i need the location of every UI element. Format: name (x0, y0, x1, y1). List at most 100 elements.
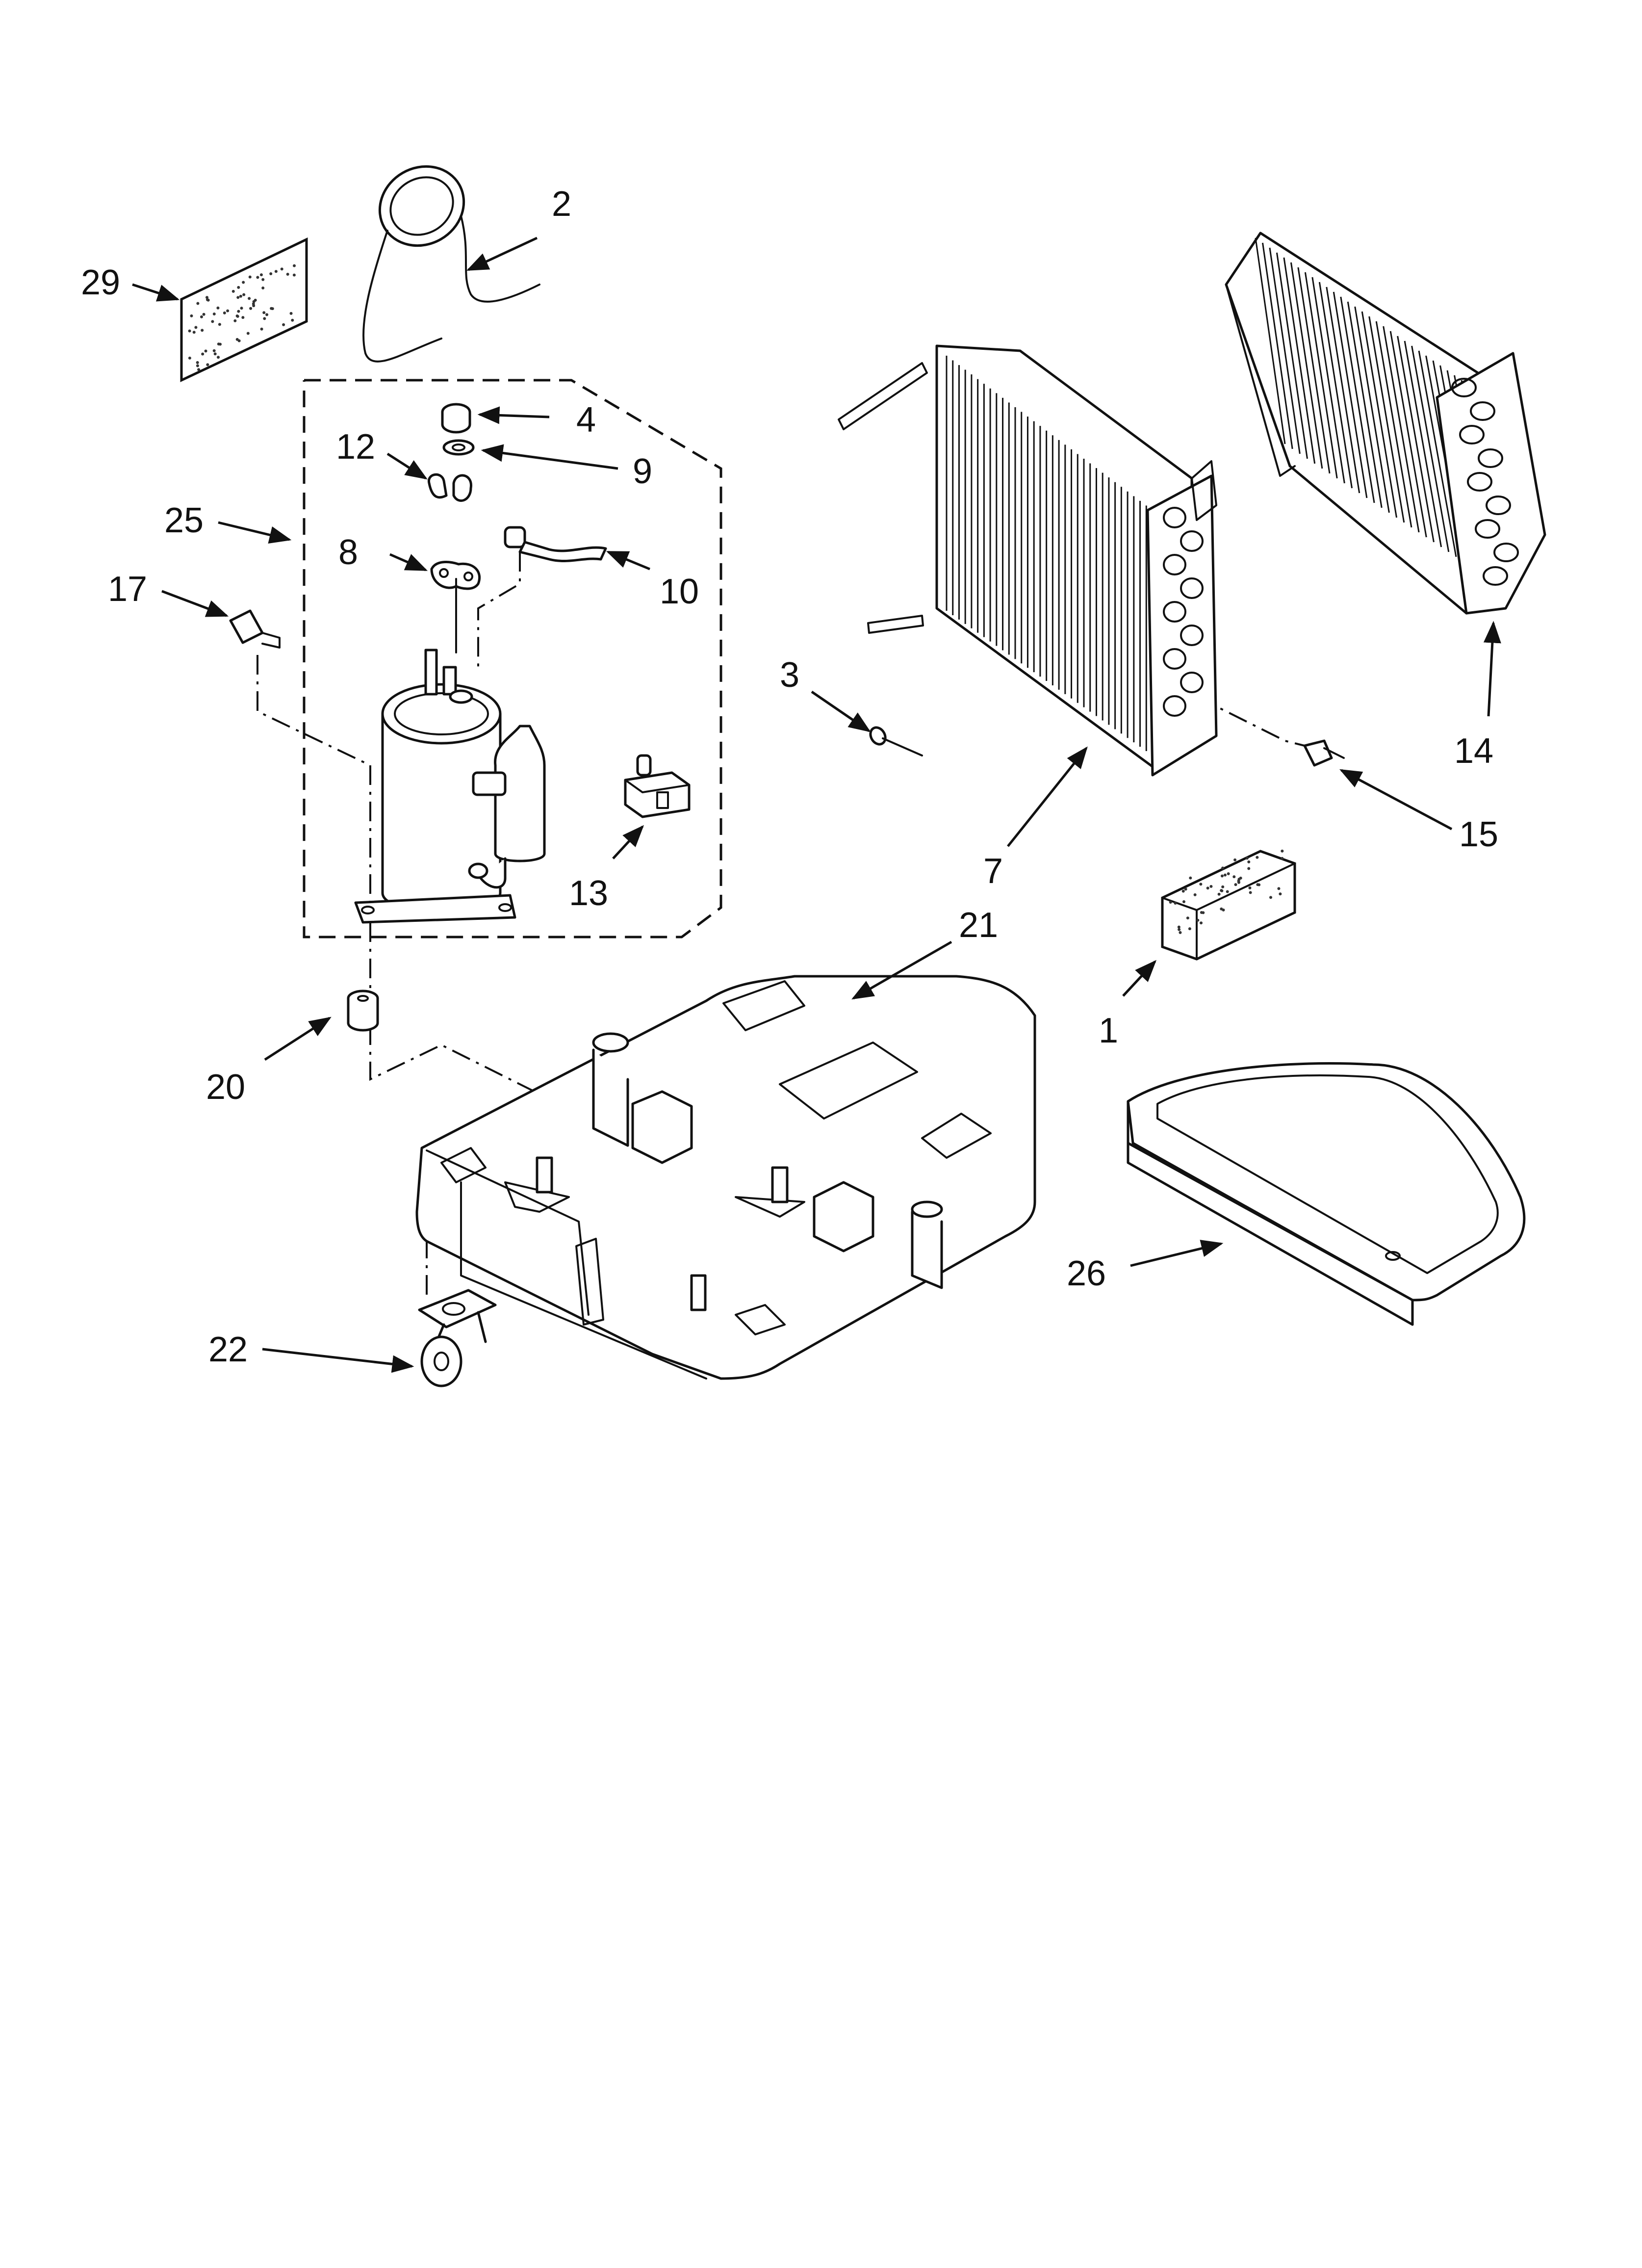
part-22-caster-wheel (418, 1289, 497, 1387)
foam-speck (261, 287, 265, 290)
foam-speck (1217, 892, 1221, 896)
part-29-foam-pad (180, 237, 308, 382)
foam-speck (1178, 928, 1181, 931)
callout-29: 29 (81, 263, 120, 302)
callout-9: 9 (633, 452, 652, 491)
foam-speck (280, 267, 283, 271)
fin (1261, 242, 1293, 449)
foam-speck (286, 272, 289, 276)
foam-speck (262, 311, 266, 314)
foam-speck (237, 286, 240, 289)
foam-speck (1193, 893, 1197, 896)
part-4-nut (441, 403, 471, 434)
foam-speck (223, 311, 226, 314)
coil-bend (1163, 507, 1186, 528)
fin (1318, 282, 1353, 489)
foam-speck (1256, 883, 1259, 886)
foam-speck (1179, 931, 1182, 934)
foam-speck (1245, 857, 1249, 860)
foam-speck (192, 331, 196, 334)
foam-speck (242, 293, 246, 296)
part-9-washer (442, 439, 475, 456)
part-7-condenser-coil (838, 344, 1218, 777)
foam-speck (239, 294, 242, 298)
foam-speck (212, 312, 216, 315)
foam-speck (1222, 908, 1225, 912)
coil-bend (1486, 495, 1511, 515)
coil-bend (1467, 472, 1492, 492)
foam-speck (246, 332, 250, 335)
callout-labels: 29 2 4 9 12 25 8 10 17 3 13 7 14 15 21 1… (81, 184, 1498, 1369)
foam-speck (212, 349, 216, 352)
foam-speck (1247, 860, 1251, 863)
foam-speck (282, 323, 285, 326)
callout-4: 4 (576, 400, 596, 440)
foam-speck (1237, 881, 1240, 884)
foam-speck (265, 313, 269, 316)
foam-speck (218, 323, 221, 326)
foam-speck (1279, 892, 1282, 896)
foam-speck (1281, 849, 1284, 853)
coil-bend (1180, 672, 1204, 693)
foam-speck (1181, 889, 1185, 893)
fin (1297, 267, 1331, 474)
foam-speck (248, 275, 252, 279)
callout-22: 22 (208, 1330, 248, 1369)
callout-15: 15 (1459, 815, 1498, 854)
part-8-mounting-plate (430, 561, 481, 590)
part-26-drain-tray (1127, 1062, 1526, 1326)
foam-speck (1220, 889, 1223, 892)
foam-speck (194, 326, 198, 329)
fin (1418, 350, 1457, 557)
fin (1340, 296, 1375, 503)
part-13-terminal-cover (624, 754, 691, 818)
callout-8: 8 (338, 533, 358, 572)
foam-speck (252, 304, 256, 308)
foam-speck (216, 306, 220, 310)
fin (1383, 326, 1420, 533)
foam-speck (242, 281, 245, 284)
fin (1269, 247, 1301, 454)
foam-speck (211, 320, 214, 323)
coil-bend (1180, 577, 1204, 599)
foam-speck (1234, 883, 1237, 886)
foam-speck (263, 317, 266, 320)
foam-speck (1221, 866, 1225, 870)
fin (1361, 311, 1398, 518)
foam-speck (1200, 921, 1203, 925)
foam-speck (270, 307, 273, 310)
callout-21: 21 (959, 906, 998, 945)
fin (1283, 257, 1316, 464)
coil-bend (1478, 448, 1503, 468)
leader-arrows (132, 236, 1501, 1373)
foam-speck (1221, 885, 1225, 888)
coil-bend (1180, 625, 1204, 646)
foam-speck (1206, 886, 1209, 890)
foam-speck (1186, 916, 1189, 920)
fin (1389, 331, 1427, 538)
part-2-exhaust-hose (362, 165, 540, 363)
foam-speck (1223, 873, 1227, 877)
coil-bend (1459, 425, 1485, 444)
foam-speck (202, 313, 205, 316)
foam-speck (217, 342, 220, 346)
foam-speck (1199, 883, 1203, 886)
foam-speck (226, 309, 230, 313)
foam-speck (217, 356, 220, 359)
coil-bend (1451, 378, 1477, 397)
foam-speck (1209, 885, 1213, 888)
coil-bend (1163, 695, 1186, 717)
foam-speck (249, 307, 253, 310)
foam-speck (1200, 911, 1203, 914)
foam-speck (1256, 856, 1259, 859)
foam-speck (289, 312, 293, 315)
foam-speck (1169, 900, 1172, 904)
foam-speck (1177, 925, 1180, 929)
callout-2: 2 (552, 184, 571, 224)
compressor (354, 578, 546, 924)
fin (1304, 272, 1338, 479)
foam-speck (196, 361, 199, 365)
coil-bend (1163, 648, 1186, 670)
coil-bend (1475, 519, 1500, 539)
foam-speck (196, 302, 200, 305)
